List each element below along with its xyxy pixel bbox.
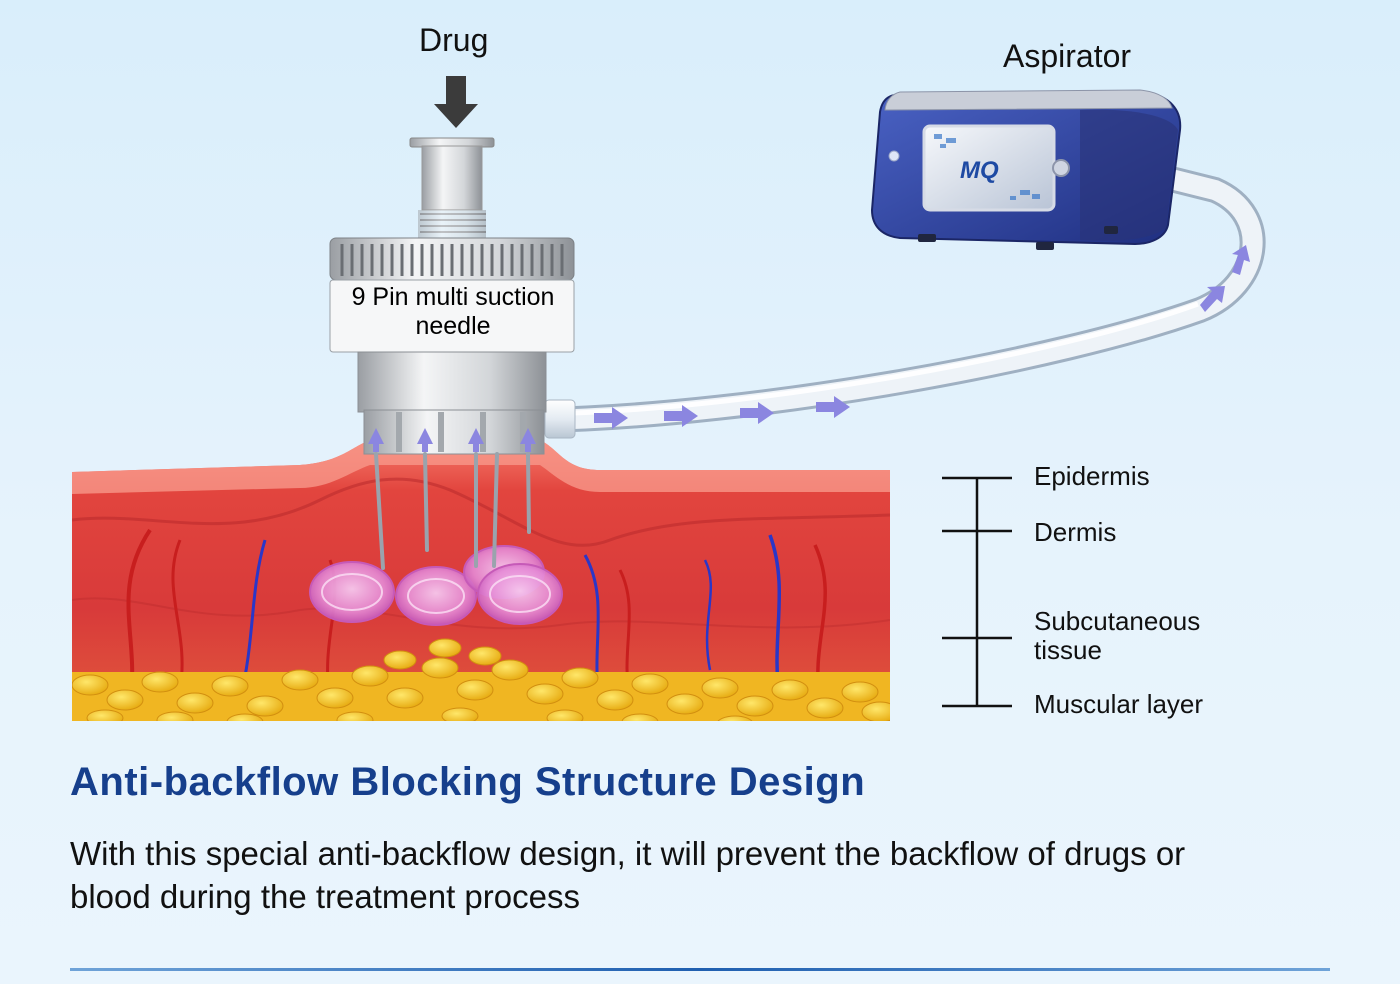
suction-bubble-icon — [309, 561, 395, 623]
power-indicator — [888, 150, 900, 162]
aspirator-device: MQ — [870, 89, 1182, 250]
layer-label-epidermis: Epidermis — [1034, 461, 1150, 491]
suction-needle-device — [329, 137, 575, 570]
needle-label: 9 Pin multi suction needle — [351, 283, 555, 340]
section-heading: Anti-backflow Blocking Structure Design — [70, 760, 866, 804]
flow-arrow-icon — [520, 428, 536, 452]
layer-label-muscular: Muscular layer — [1034, 689, 1204, 719]
aspirator-label: Aspirator — [1003, 38, 1132, 74]
flow-arrow-icon — [468, 428, 484, 452]
section-description: With this special anti-backflow design, … — [70, 835, 1186, 915]
flow-arrow-icon — [417, 428, 433, 452]
flow-arrow-icon — [816, 396, 850, 418]
flow-arrow-icon — [740, 402, 774, 424]
layer-scale — [942, 476, 1012, 708]
layer-label-subcutaneous: Subcutaneous tissue — [1034, 606, 1201, 665]
drug-label: Drug — [419, 22, 489, 58]
down-arrow-icon — [434, 76, 478, 128]
flow-arrow-icon — [1232, 245, 1250, 275]
flow-arrow-icon — [664, 405, 698, 427]
suction-bubble-icon — [395, 566, 477, 626]
suction-bubble-icon — [477, 563, 563, 625]
device-screen-label: MQ — [960, 157, 999, 184]
divider — [70, 968, 1330, 971]
suction-tube — [532, 167, 1266, 439]
flow-arrow-icon — [594, 407, 628, 429]
control-knob — [1052, 159, 1070, 177]
flow-arrow-icon — [368, 428, 384, 452]
flow-arrow-icon — [1200, 286, 1225, 312]
layer-label-dermis: Dermis — [1034, 517, 1117, 547]
suction-bubbles — [309, 545, 563, 626]
flow-arrows — [594, 245, 1250, 429]
